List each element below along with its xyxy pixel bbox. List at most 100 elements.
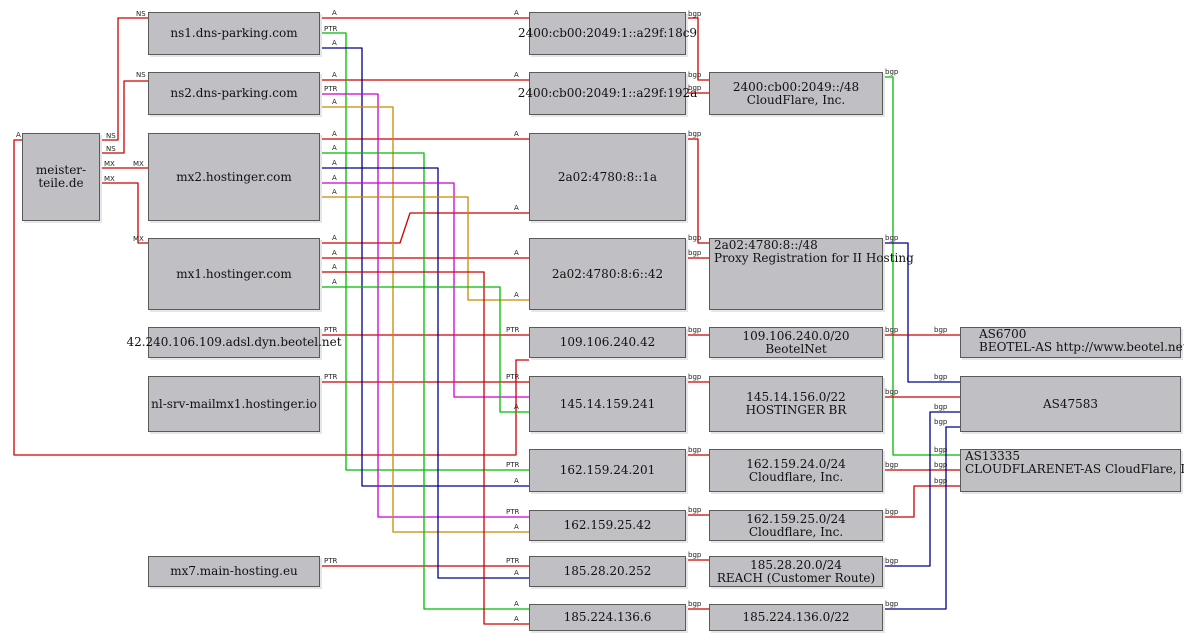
edge-label-mx1-a4: A [332, 278, 337, 286]
edge-label-a4b: A [514, 204, 519, 212]
edge-mx1 [100, 182, 148, 244]
ip4-162-24-node[interactable]: 162.159.24.201 [529, 449, 686, 492]
edge-ns2 [100, 80, 148, 154]
edge-mx1-a-green [320, 286, 529, 413]
edge-as-reach [883, 411, 960, 567]
edge-label-145b: A [514, 403, 519, 411]
ip6-4780-1a-node[interactable]: 2a02:4780:8::1a [529, 133, 686, 221]
ip4-162-25-node[interactable]: 162.159.25.42 [529, 510, 686, 541]
as47583-node[interactable]: AS47583 [960, 376, 1181, 432]
domain-node[interactable]: meister-teile.de [22, 133, 100, 221]
edge-label-bgp7: bgp [688, 446, 702, 454]
edge-label-162b: A [514, 477, 519, 485]
edge-label-bgp17b: bgp [934, 403, 948, 411]
edge-ns2-ptr-magenta [320, 93, 529, 518]
edge-label-bgp2: bgp [688, 84, 702, 92]
ip6-192a-node[interactable]: 2400:cb00:2049:1::a29f:192a [518, 72, 697, 115]
edge-label-a2: A [332, 71, 337, 79]
edge-label-a5b: A [514, 249, 519, 257]
ptr-beotel-node[interactable]: 42.240.106.109.adsl.dyn.beotel.net [126, 327, 342, 358]
edge-label-bgp4: bgp [688, 249, 702, 257]
edge-label-ptr2: PTR [324, 373, 337, 381]
edge-label-bgp1b: bgp [688, 71, 702, 79]
edge-label-ns1-a2: A [332, 39, 337, 47]
edge-label-mx2-a4: A [332, 174, 337, 182]
edge-label-bgp18b: bgp [934, 418, 948, 426]
edge-label-a3b: A [514, 130, 519, 138]
edge-label-bgp1: bgp [688, 10, 702, 18]
edge-label-185b: A [514, 569, 519, 577]
edge-label-bgp13: bgp [885, 326, 899, 334]
edge-label-bgp17: bgp [885, 557, 899, 565]
prefix-185224-node[interactable]: 185.224.136.0/22 [709, 604, 883, 631]
mx2-node[interactable]: mx2.hostinger.com [148, 133, 320, 221]
edge-label-ptr1b: PTR [506, 326, 519, 334]
edge-label-bgp12: bgp [885, 234, 899, 242]
edge-label-mx2: MX [133, 160, 144, 168]
edge-ns2-a-orange [320, 106, 529, 533]
ip4-145-node[interactable]: 145.14.159.241 [529, 376, 686, 432]
edge-label-bgp8: bgp [688, 506, 702, 514]
edge-label-mx1-a3: A [332, 263, 337, 271]
edge-label-ns2-ptr: PTR [324, 85, 337, 93]
edge-mx1-a-red2 [320, 271, 529, 625]
edge-label-ptr1: PTR [324, 326, 337, 334]
edge-as-185224 [883, 426, 960, 610]
ip4-185-28-node[interactable]: 185.28.20.252 [529, 556, 686, 587]
edge-label-ns2: NS [136, 71, 146, 79]
mx7-node[interactable]: mx7.main-hosting.eu [148, 556, 320, 587]
edge-label-bgp5: bgp [688, 326, 702, 334]
edge-label-ns2-src: NS [106, 145, 116, 153]
ip6-18c9-node[interactable]: 2400:cb00:2049:1::a29f:18c9 [518, 12, 697, 55]
ip4-185-224-node[interactable]: 185.224.136.6 [529, 604, 686, 631]
edge-label-a2b: A [514, 71, 519, 79]
edge-label-a5: A [332, 249, 337, 257]
ns2-node[interactable]: ns2.dns-parking.com [148, 72, 320, 115]
edge-as-hs6 [883, 242, 960, 383]
edge-label-ptr3b: PTR [506, 557, 519, 565]
edge-label-mx2-a3: A [332, 159, 337, 167]
ns1-node[interactable]: ns1.dns-parking.com [148, 12, 320, 55]
edge-ns1 [100, 17, 148, 141]
edge-mx2-a-green [320, 152, 529, 610]
edge-label-162c: PTR [506, 508, 519, 516]
edge-label-bgp9: bgp [688, 551, 702, 559]
edge-bgp-a [686, 17, 709, 81]
edge-label-162a: PTR [506, 461, 519, 469]
edge-label-bgp6: bgp [688, 373, 702, 381]
edge-bgp-c [686, 138, 709, 244]
edge-label-a1: A [332, 9, 337, 17]
edge-label-ptr2b: PTR [506, 373, 519, 381]
edge-label-bgp10: bgp [688, 600, 702, 608]
ip4-109-node[interactable]: 109.106.240.42 [529, 327, 686, 358]
edge-label-bgp13b: bgp [934, 326, 948, 334]
edge-label-mx2-src: MX [104, 160, 115, 168]
edge-mx2-a-magenta [320, 182, 529, 398]
edge-label-bgp19: bgp [934, 477, 948, 485]
edge-label-ns2-a2: A [332, 98, 337, 106]
edge-as-cf25 [883, 485, 960, 518]
edge-label-mx2-a2: A [332, 144, 337, 152]
edge-label-185c: A [514, 615, 519, 623]
edge-label-mx1: MX [133, 235, 144, 243]
edge-label-4780d: A [514, 291, 519, 299]
ptr-nlsrv-node[interactable]: nl-srv-mailmx1.hostinger.io [148, 376, 320, 432]
edge-label-bgp16b: bgp [934, 461, 948, 469]
edge-label-a4: A [332, 234, 337, 242]
edge-label-bgp11: bgp [885, 68, 899, 76]
ip6-4780-42-node[interactable]: 2a02:4780:8:6::42 [529, 238, 686, 310]
mx1-node[interactable]: mx1.hostinger.com [148, 238, 320, 310]
edge-label-bgp3: bgp [688, 130, 702, 138]
edge-label-185a: A [514, 600, 519, 608]
